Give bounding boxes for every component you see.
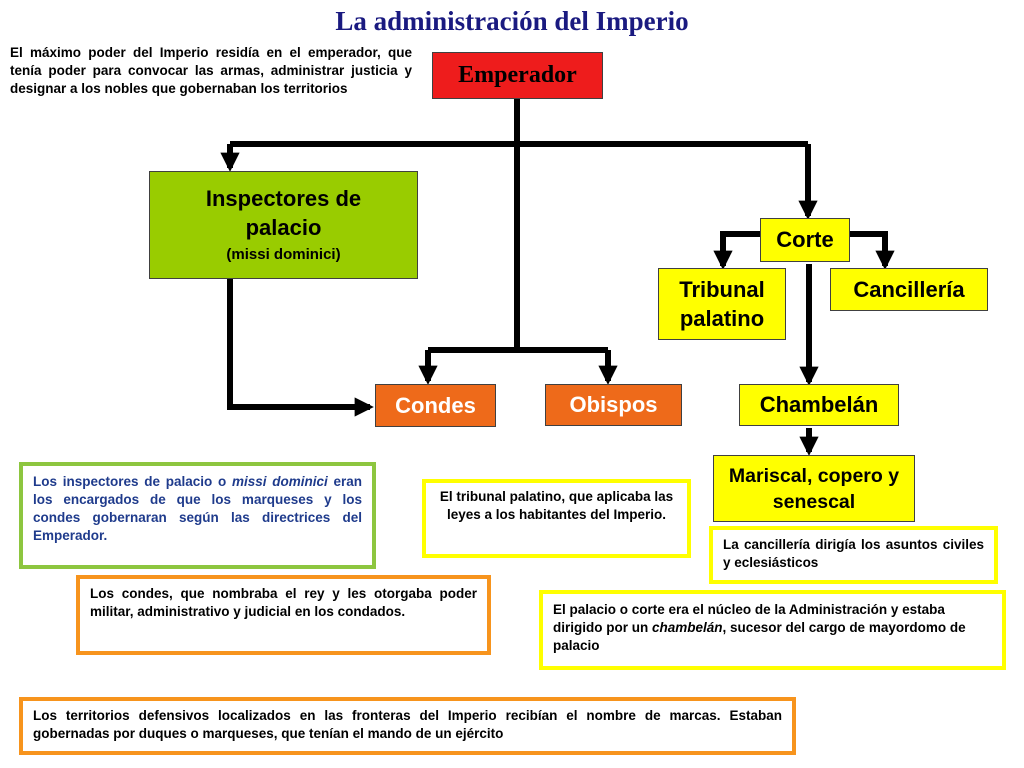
note-missi-dominici: Los inspectores de palacio o missi domin… xyxy=(19,462,376,569)
note-cancilleria: La cancillería dirigía los asuntos civil… xyxy=(709,526,998,584)
node-chambelan: Chambelán xyxy=(739,384,899,426)
note-palacio-text-2: , sucesor del cargo de mayordomo de pala… xyxy=(553,620,966,653)
note-missi-text-1: Los inspectores de palacio o xyxy=(33,474,232,489)
note-missi-text-em: missi dominici xyxy=(231,474,328,489)
note-marcas: Los territorios defensivos localizados e… xyxy=(19,697,796,755)
line-to-tribunal xyxy=(713,231,760,270)
page-title: La administración del Imperio xyxy=(335,6,689,36)
node-inspectores-subtitle: (missi dominici) xyxy=(226,246,341,263)
node-emperador: Emperador xyxy=(432,52,603,99)
note-missi-text-2: eran los encargados de que los marqueses… xyxy=(33,474,362,543)
node-mariscal: Mariscal, copero y senescal xyxy=(713,455,915,522)
node-inspectores: Inspectores de palacio (missi dominici) xyxy=(149,171,418,279)
node-obispos: Obispos xyxy=(545,384,682,426)
node-cancilleria: Cancillería xyxy=(830,268,988,311)
node-corte: Corte xyxy=(760,218,850,262)
note-palacio-text-em: chambelán xyxy=(651,620,723,635)
node-condes: Condes xyxy=(375,384,496,427)
note-tribunal: El tribunal palatino, que aplicaba las l… xyxy=(422,479,691,558)
node-tribunal: Tribunal palatino xyxy=(658,268,786,340)
node-inspectores-title: Inspectores de palacio xyxy=(205,186,362,240)
note-palacio: El palacio o corte era el núcleo de la A… xyxy=(539,590,1006,670)
line-inspectores-to-condes xyxy=(227,279,374,417)
note-palacio-text-1: El palacio o corte era el núcleo de la A… xyxy=(553,602,945,635)
line-to-cancilleria xyxy=(850,231,895,270)
intro-text: El máximo poder del Imperio residía en e… xyxy=(10,45,412,96)
note-condes: Los condes, que nombraba el rey y les ot… xyxy=(76,575,491,655)
